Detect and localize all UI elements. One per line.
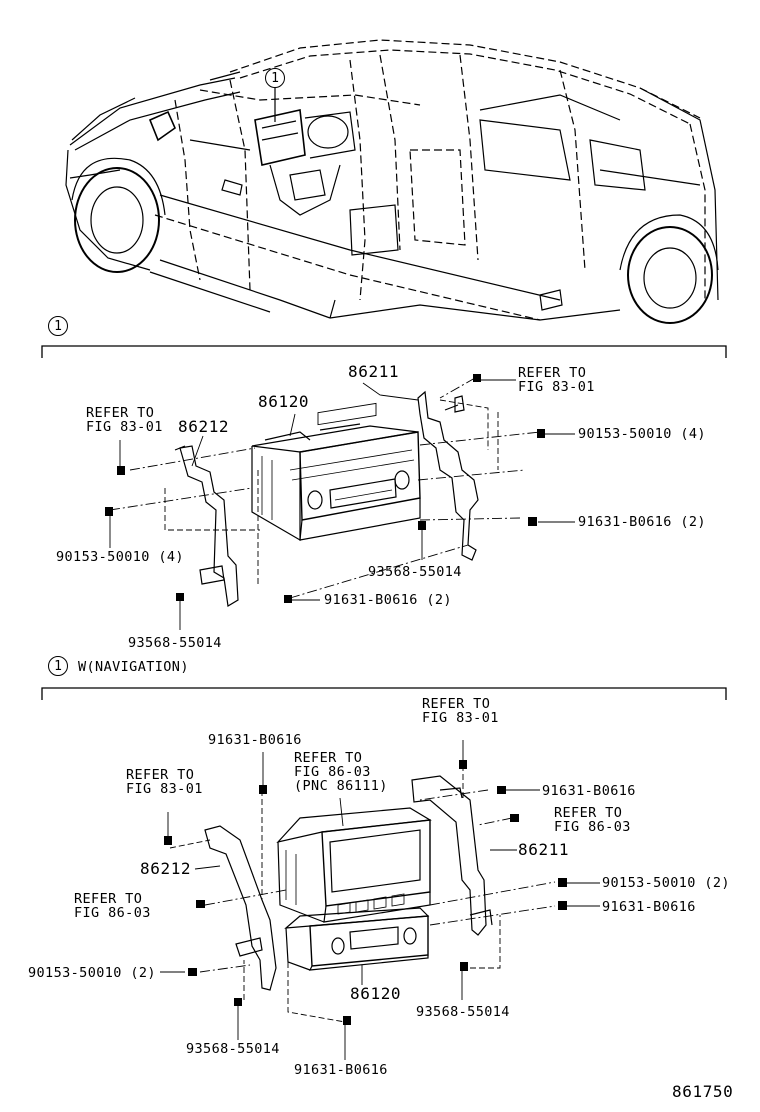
bolt-90153-left: 90153-50010 (4) [56,549,184,565]
audio-head-unit [252,403,420,540]
refer-fig-86-03-nav: REFER TO FIG 86-03 (PNC 86111) [294,750,388,794]
section1-artwork [42,346,726,630]
part-86212-nav-label: 86212 [140,859,192,878]
refer-fig-83-01-right: REFER TO FIG 83-01 [518,365,595,395]
refer-fig-83-01-top: REFER TO FIG 83-01 [422,696,499,726]
bolt-91631-bottom: 91631-B0616 [294,1062,388,1078]
bolt-91631-top-left: 91631-B0616 [208,732,302,748]
refer-fig-83-01-left: REFER TO FIG 83-01 [126,767,203,797]
vehicle-illustration [66,40,718,323]
bolt-90153-right: 90153-50010 (2) [602,875,730,891]
clip-93568-right: 93568-55014 [368,564,462,580]
refer-fig-86-03-left: REFER TO FIG 86-03 [74,891,151,921]
navigation-display [278,808,430,922]
bracket-86211-nav [412,776,492,935]
bracket-86211 [418,392,478,560]
refer-fig-86-03-right: REFER TO FIG 86-03 [554,805,631,835]
bolt-90153-left: 90153-50010 (2) [28,965,156,981]
section2-title: W(NAVIGATION) [78,659,189,675]
part-86212-label: 86212 [178,417,230,436]
clip-93568-left: 93568-55014 [186,1041,280,1057]
bracket-86212-nav [205,826,276,990]
section2-artwork [42,688,726,1060]
bolt-91631-right-1: 91631-B0616 [542,783,636,799]
bolt-91631-left: 91631-B0616 (2) [324,592,452,608]
part-86211-nav-label: 86211 [518,840,570,859]
callout-1-section2: 1 [48,656,68,676]
bracket-86212 [175,446,238,606]
bolt-90153-right: 90153-50010 (4) [578,426,706,442]
part-86211-label: 86211 [348,362,400,381]
bolt-91631-right-2: 91631-B0616 [602,899,696,915]
part-86120-label: 86120 [258,392,310,411]
refer-fig-83-01-left: REFER TO FIG 83-01 [86,405,163,435]
audio-unit-86120 [286,908,428,970]
callout-1-section1: 1 [48,316,68,336]
figure-id: 861750 [672,1082,734,1101]
callout-1-vehicle: 1 [265,68,285,88]
bolt-91631-right: 91631-B0616 (2) [578,514,706,530]
clip-93568-left: 93568-55014 [128,635,222,651]
clip-93568-right: 93568-55014 [416,1004,510,1020]
part-86120-nav-label: 86120 [350,984,402,1003]
